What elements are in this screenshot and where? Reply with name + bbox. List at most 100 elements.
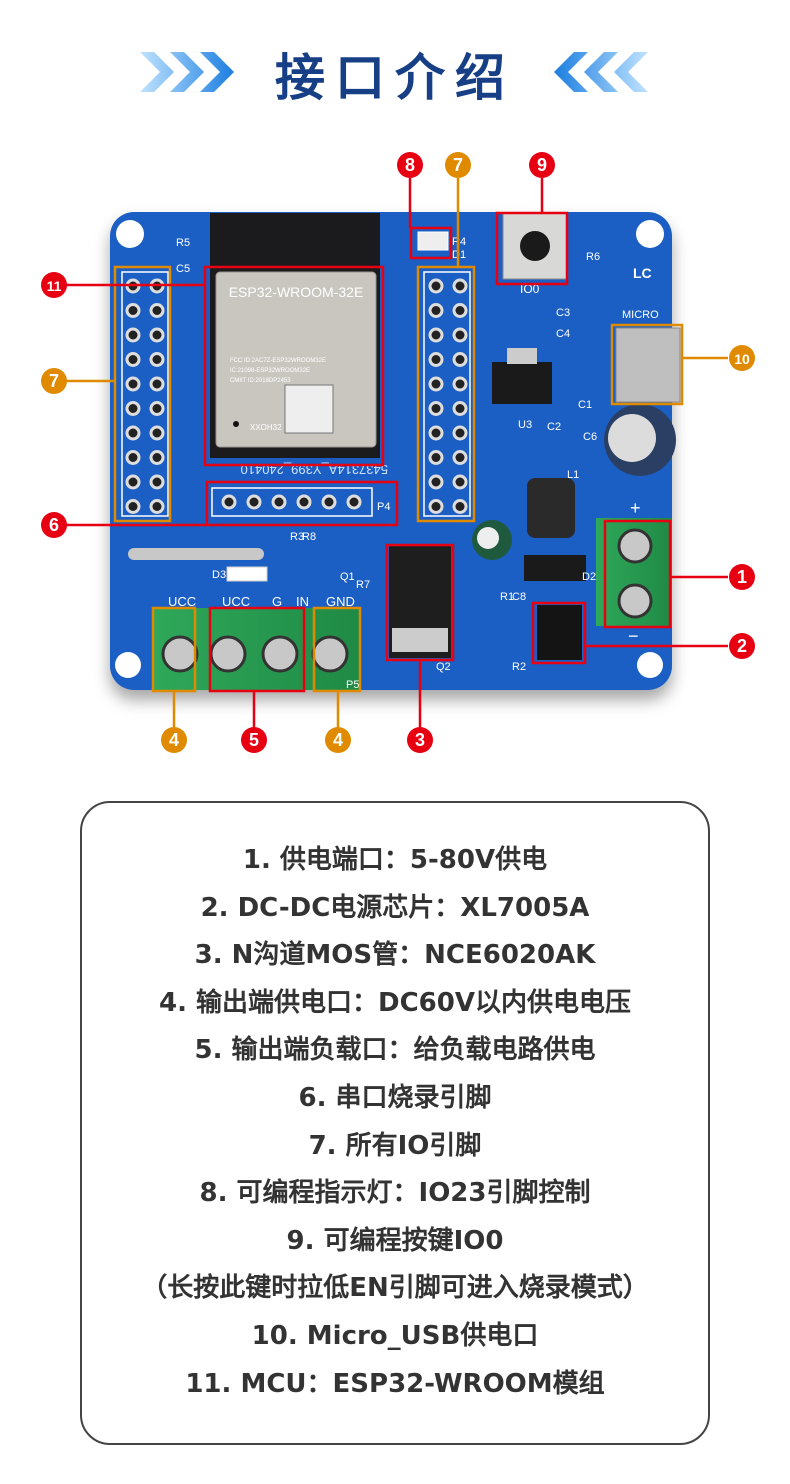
svg-text:C1: C1 — [578, 399, 592, 411]
led-indicator — [417, 231, 449, 251]
svg-text:R3: R3 — [290, 531, 304, 543]
description-line: 2. DC-DC电源芯片：XL7005A — [200, 892, 590, 923]
callout-number: 6 — [49, 515, 59, 535]
header-pin — [452, 499, 468, 514]
header-pin — [125, 450, 141, 465]
svg-text:R7: R7 — [356, 579, 370, 591]
svg-text:Q1: Q1 — [340, 571, 355, 583]
header-pin — [428, 401, 444, 416]
description-line: 8. 可编程指示灯：IO23引脚控制 — [199, 1178, 591, 1209]
header-pin — [125, 401, 141, 416]
module-cmiit: CMIIT ID:2018DP2453 — [230, 378, 291, 384]
header-pin — [125, 303, 141, 318]
module-ic: IC:21098-ESP32WROOM32E — [230, 368, 310, 374]
callout-10: 10 — [729, 345, 755, 371]
svg-text:C3: C3 — [556, 307, 570, 319]
callout-number: 1 — [737, 567, 747, 587]
svg-text:D2: D2 — [582, 571, 596, 583]
highlight-usb — [610, 323, 684, 406]
highlight-io-left — [113, 265, 172, 523]
output-terminals[interactable] — [153, 608, 360, 690]
description-line: （长按此键时拉低EN引脚可进入烧录模式） — [141, 1273, 649, 1304]
callout-4: 4 — [161, 727, 187, 753]
header-pin — [452, 352, 468, 367]
header-pin — [346, 494, 362, 510]
diode-d2 — [524, 555, 586, 581]
svg-text:C2: C2 — [547, 421, 561, 433]
diode-d3 — [226, 566, 268, 582]
svg-text:R5: R5 — [176, 237, 190, 249]
callout-7: 7 — [41, 368, 67, 394]
esp32-module-shield — [215, 271, 377, 448]
header-pin — [428, 450, 444, 465]
header-pin — [452, 376, 468, 392]
highlight-power — [603, 519, 672, 629]
svg-text:GND: GND — [326, 594, 355, 609]
svg-text:U3: U3 — [518, 419, 532, 431]
qr-code — [284, 384, 334, 434]
chevron-right-icon — [140, 52, 234, 92]
header-pin — [452, 303, 468, 318]
page-title: 接口介绍 — [275, 49, 515, 107]
chevron-left-icon — [554, 52, 648, 92]
description-line: 4. 输出端供电口：DC60V以内供电电压 — [159, 987, 631, 1018]
header-pin — [428, 376, 444, 392]
highlight-load — [208, 606, 306, 693]
header-pin — [428, 327, 444, 343]
svg-text:MICRO: MICRO — [622, 309, 659, 321]
header-pin — [321, 494, 337, 510]
header-pin — [125, 352, 141, 367]
svg-text:C8: C8 — [512, 591, 526, 603]
svg-text:+: + — [630, 498, 641, 518]
callout-number: 9 — [537, 155, 547, 175]
header-pin — [428, 352, 444, 367]
header-pin — [296, 494, 312, 510]
callout-2: 2 — [729, 633, 755, 659]
header-pin — [125, 425, 141, 441]
header-pin — [221, 494, 237, 510]
svg-text:C5: C5 — [176, 263, 190, 275]
svg-text:P4: P4 — [377, 501, 390, 513]
header-pin — [452, 327, 468, 343]
header-pin — [149, 425, 165, 441]
header-pin — [149, 376, 165, 392]
description-line: 7. 所有IO引脚 — [308, 1130, 482, 1161]
callout-number: 7 — [453, 155, 463, 175]
header-pin — [271, 494, 287, 510]
svg-text:Q2: Q2 — [436, 661, 451, 673]
description-line: 10. Micro_USB供电口 — [251, 1321, 539, 1351]
dc-dc-chip — [537, 605, 582, 660]
svg-text:UCC: UCC — [168, 594, 196, 609]
module-code: XXOH32 — [250, 423, 282, 432]
header-pin — [452, 278, 468, 294]
svg-text:D3: D3 — [212, 569, 226, 581]
svg-text:G: G — [272, 594, 282, 609]
callout-8: 8 — [397, 152, 423, 178]
pcb-board-diagram: ESP32-WROOM-32E FCC ID:2AC7Z-ESP32WROOM3… — [41, 152, 755, 753]
svg-text:C6: C6 — [583, 431, 597, 443]
header-pin — [428, 425, 444, 441]
header-pin — [452, 450, 468, 465]
description-line: 5. 输出端负载口：给负载电路供电 — [194, 1035, 596, 1066]
svg-text:C4: C4 — [556, 328, 570, 340]
description-line: 11. MCU：ESP32-WROOM模组 — [185, 1368, 605, 1399]
svg-text:R1: R1 — [500, 591, 514, 603]
callout-6: 6 — [41, 512, 67, 538]
header-pin — [149, 327, 165, 343]
callout-number: 11 — [47, 278, 62, 294]
callout-4: 4 — [325, 727, 351, 753]
svg-text:−: − — [628, 626, 639, 646]
svg-text:L1: L1 — [567, 469, 579, 481]
callout-number: 5 — [249, 730, 259, 750]
callout-9: 9 — [529, 152, 555, 178]
header-pin — [149, 401, 165, 416]
svg-text:LC: LC — [633, 265, 652, 281]
description-line: 6. 串口烧录引脚 — [298, 1083, 492, 1113]
description-line: 1. 供电端口：5-80V供电 — [242, 845, 548, 875]
highlight-chip — [531, 601, 587, 665]
callout-number: 7 — [49, 371, 59, 391]
callout-3: 3 — [407, 727, 433, 753]
header-pin — [149, 499, 165, 514]
